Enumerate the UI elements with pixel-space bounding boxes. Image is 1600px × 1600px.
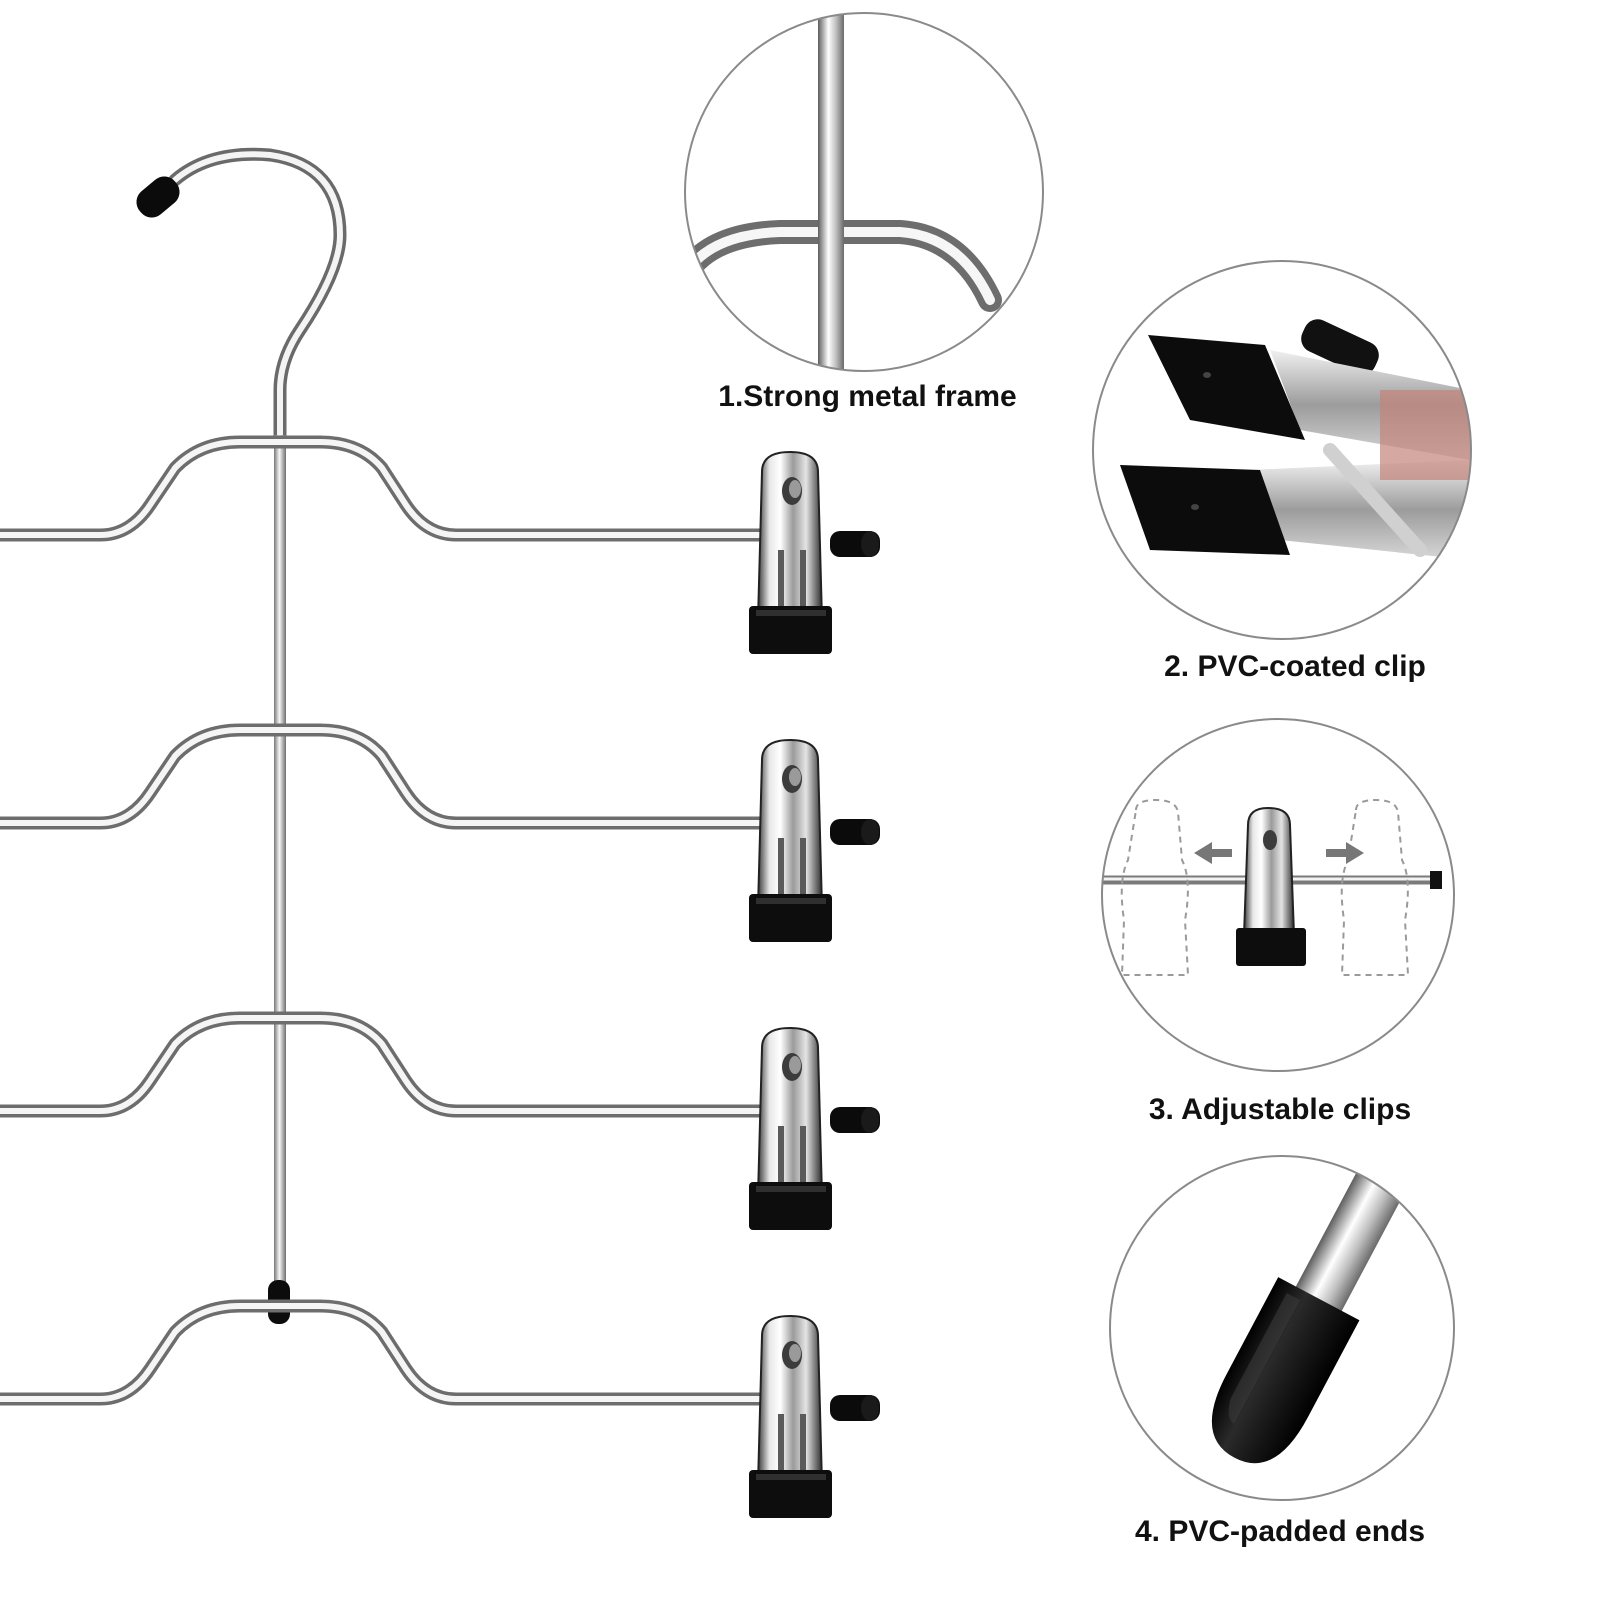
metal-frame-closeup [684,12,1044,372]
tier-1 [0,442,881,655]
central-rod [268,435,290,1324]
dashed-clip-right [1340,798,1410,976]
pvc-end-closeup [1109,1155,1455,1501]
feature-caption-4: 4. PVC-padded ends [1134,1515,1426,1548]
tier-2 [0,730,881,943]
arrow-left-icon [1194,842,1232,864]
hook-pvc-cap [136,176,180,218]
pvc-clip-closeup [1092,260,1472,640]
feature-caption-2: 2. PVC-coated clip [1164,650,1426,683]
tier-4 [0,1306,881,1519]
arrow-right-icon [1326,842,1364,864]
hook [136,147,347,442]
dashed-clip-left [1120,798,1190,976]
adjustable-clips-closeup [1101,718,1455,1072]
hanger [0,147,881,1519]
feature-caption-3: 3. Adjustable clips [1148,1093,1412,1126]
tier-3 [0,1018,881,1231]
feature-caption-1: 1.Strong metal frame [718,380,1017,413]
